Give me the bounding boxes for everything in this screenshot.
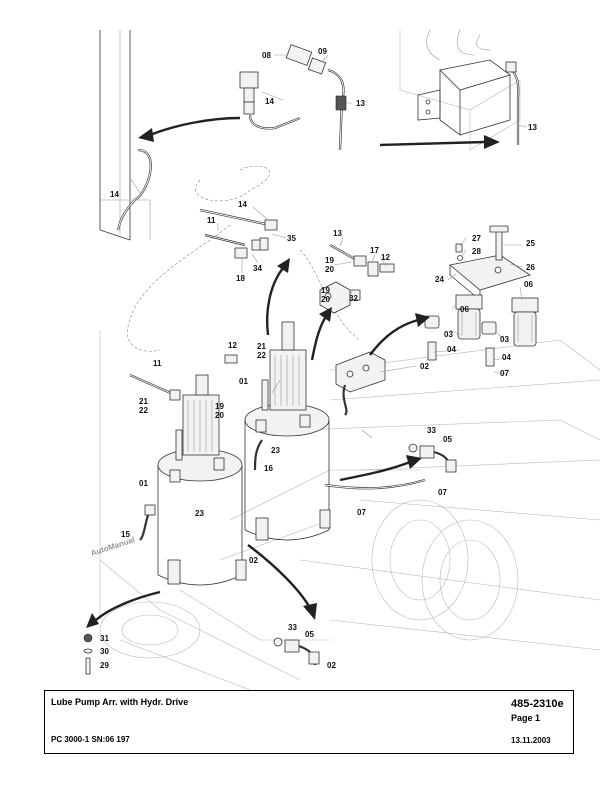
callout-31: 31 (100, 634, 109, 643)
callout-19: 19 (321, 286, 330, 295)
callout-09: 09 (318, 47, 327, 56)
callout-29: 29 (100, 661, 109, 670)
pump-tank-left (157, 374, 247, 586)
callout-21: 21 (139, 397, 148, 406)
callout-13: 13 (356, 99, 365, 108)
callout-02: 02 (249, 556, 258, 565)
callout-11: 11 (207, 216, 216, 225)
callout-03: 03 (500, 335, 509, 344)
callout-19: 19 (215, 402, 224, 411)
callout-11: 11 (153, 359, 162, 368)
watermark: AutoManual (90, 535, 136, 558)
pump-tank-right (244, 321, 331, 541)
callout-27: 27 (472, 234, 481, 243)
callout-08: 08 (262, 51, 271, 60)
revision-date: 13.11.2003 (511, 736, 551, 745)
bottom-fittings (83, 443, 457, 675)
callout-35: 35 (287, 234, 296, 243)
callout-03: 03 (444, 330, 453, 339)
callout-labels: 08 09 13 13 14 14 14 11 35 34 18 13 19 2… (100, 47, 537, 670)
callout-01: 01 (239, 377, 248, 386)
title-block: Lube Pump Arr. with Hydr. Drive 485-2310… (44, 690, 574, 754)
callout-14: 14 (265, 97, 274, 106)
callout-32: 32 (349, 294, 358, 303)
callout-28: 28 (472, 247, 481, 256)
callout-23: 23 (271, 446, 280, 455)
callout-30: 30 (100, 647, 109, 656)
filters-06 (424, 294, 539, 367)
hoses-near-tanks (129, 354, 426, 541)
leader-lines (129, 54, 528, 439)
callout-22: 22 (257, 351, 266, 360)
machine-model: PC 3000-1 SN:06 197 (51, 735, 130, 744)
machine-frame-background (99, 330, 601, 690)
hoses-14-11-middle (199, 208, 278, 259)
callout-07: 07 (357, 508, 366, 517)
callout-13: 13 (528, 123, 537, 132)
callout-22: 22 (139, 406, 148, 415)
callout-33: 33 (288, 623, 297, 632)
callout-15: 15 (121, 530, 130, 539)
callout-07: 07 (500, 369, 509, 378)
callout-34: 34 (253, 264, 262, 273)
fittings-08-09 (285, 44, 347, 151)
valve-block-top-right (399, 29, 521, 151)
callout-04: 04 (502, 353, 511, 362)
callout-05: 05 (305, 630, 314, 639)
drawing-title: Lube Pump Arr. with Hydr. Drive (51, 697, 189, 707)
callout-20: 20 (321, 295, 330, 304)
callout-16: 16 (264, 464, 273, 473)
callout-12: 12 (228, 341, 237, 350)
callout-14: 14 (238, 200, 247, 209)
callout-21: 21 (257, 342, 266, 351)
boom-detail-left (99, 30, 152, 241)
callout-18: 18 (236, 274, 245, 283)
callout-23: 23 (195, 509, 204, 518)
callout-01: 01 (139, 479, 148, 488)
callout-20: 20 (215, 411, 224, 420)
callout-06: 06 (524, 280, 533, 289)
callout-24: 24 (435, 275, 444, 284)
fittings-17-32 (319, 244, 395, 314)
callout-05: 05 (443, 435, 452, 444)
page-number: Page 1 (511, 713, 541, 723)
callout-26: 26 (526, 263, 535, 272)
callout-12: 12 (381, 253, 390, 262)
exploded-parts-diagram: 08 09 13 13 14 14 14 11 35 34 18 13 19 2… (83, 29, 601, 690)
callout-25: 25 (526, 239, 535, 248)
callout-19: 19 (325, 256, 334, 265)
callout-20: 20 (325, 265, 334, 274)
callout-02: 02 (327, 661, 336, 670)
callout-02: 02 (420, 362, 429, 371)
callout-33: 33 (427, 426, 436, 435)
filter-bracket (449, 225, 531, 301)
callout-14: 14 (110, 190, 119, 199)
tee-fitting-14 (239, 71, 301, 130)
callout-06: 06 (460, 305, 469, 314)
callout-17: 17 (370, 246, 379, 255)
manifold-block (335, 351, 386, 416)
callout-07: 07 (438, 488, 447, 497)
callout-04: 04 (447, 345, 456, 354)
callout-13: 13 (333, 229, 342, 238)
pointer-arrows (86, 116, 500, 628)
document-number: 485-2310e (511, 698, 564, 710)
